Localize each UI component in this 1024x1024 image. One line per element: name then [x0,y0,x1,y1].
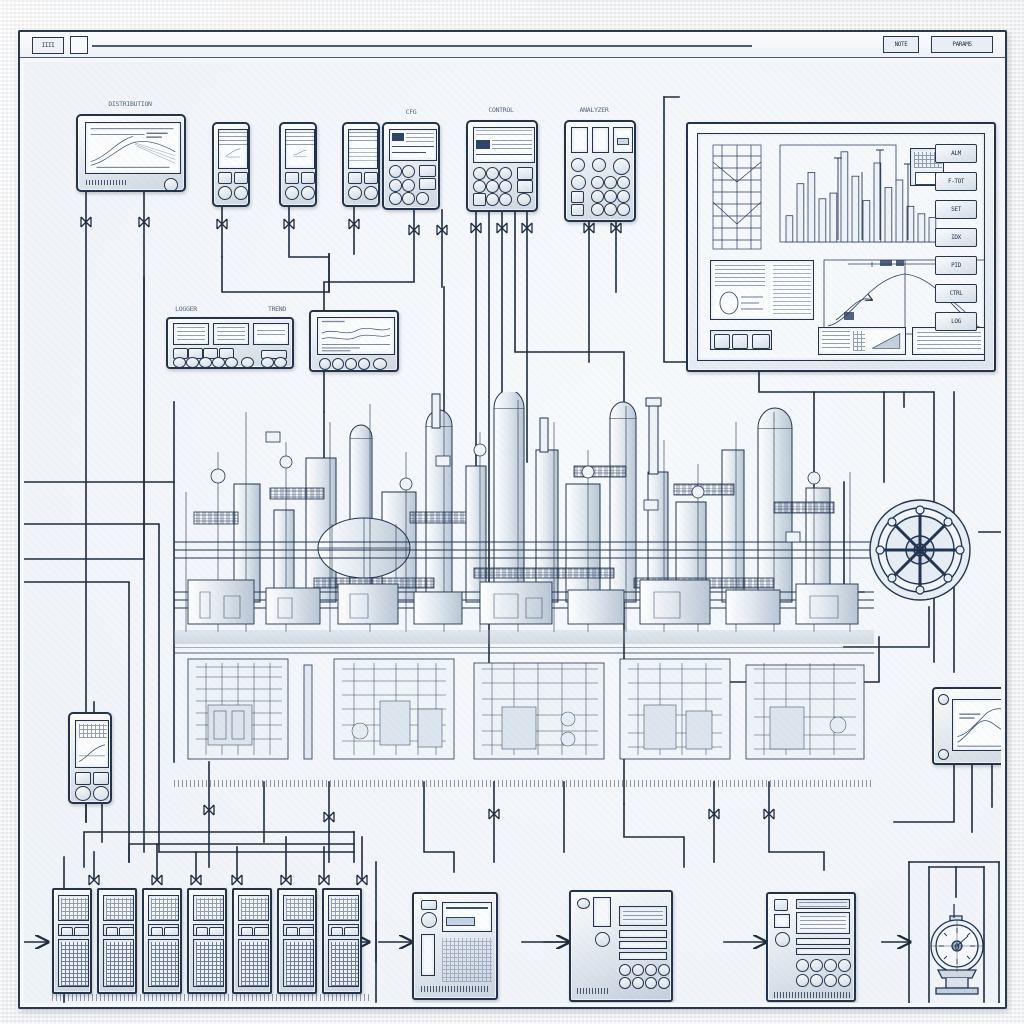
monitor-barcode [86,180,128,185]
field-transmitter-2[interactable] [279,122,317,207]
server-rack[interactable] [187,888,227,994]
server-rack[interactable] [232,888,272,994]
server-rack[interactable] [322,888,362,994]
diagram-canvas: DISTRIBUTION [24,62,1001,1003]
valve-handwheel[interactable] [862,492,978,608]
refinery-process-plant [174,392,874,642]
hmi-report-panel [710,260,814,320]
wall-mount-recorder[interactable] [932,687,1001,765]
data-logger-unit[interactable] [166,317,294,369]
hmi-bar [873,162,882,243]
plant-upper-schematic [174,392,874,632]
portable-analyzer[interactable] [68,712,112,804]
unit-right-caption: TREND [267,305,287,313]
hmi-sidebar: ALM F-TOT SET IDX PID CTRL LOG [935,144,979,340]
hmi-sidebar-button-alm[interactable]: ALM [935,144,977,163]
trend-recorder-unit[interactable] [309,310,399,372]
app-badge-icon: IIII [32,37,64,54]
control-cabinet-3[interactable] [766,892,856,1002]
titlebar-rule [92,45,752,47]
titlebar-checkbox[interactable] [70,36,88,54]
hmi-bar [906,205,915,243]
pressure-gauge[interactable]: 0 [914,902,1001,998]
server-rack-bank [52,888,372,998]
hmi-bar [796,183,805,243]
hmi-status-strip [710,330,772,350]
rack-ground-line [52,994,372,1001]
note-button[interactable]: NOTE [883,36,919,53]
process-trend-monitor[interactable] [76,114,186,192]
scada-hmi-screen[interactable]: ALM F-TOT SET IDX PID CTRL LOG [686,122,996,372]
plant-lower-skids [174,647,874,782]
trend-chart [90,128,176,168]
hmi-bar-chart [779,144,942,243]
hmi-sidebar-button-set[interactable]: SET [935,200,977,219]
hmi-sidebar-button-pid[interactable]: PID [935,256,977,275]
control-cabinet-1[interactable] [412,892,498,1000]
params-button[interactable]: PARAMS [931,36,993,53]
panel-a-caption: CFG [405,108,417,116]
hmi-bar [818,198,827,243]
hmi-bar [807,171,816,243]
control-cabinet-2[interactable] [569,890,673,1002]
panel-c-caption: ANALYZER [579,106,609,114]
window-titlebar: IIII NOTE PARAMS [20,32,1005,58]
server-rack[interactable] [52,888,92,994]
hmi-bar [862,200,871,243]
hmi-bar [851,175,860,243]
keypad-panel-1[interactable] [382,122,440,210]
gauge-icon: 0 [930,904,984,995]
svg-text:0: 0 [954,943,959,953]
handwheel-icon [869,499,971,601]
hmi-bar [884,187,893,243]
server-rack[interactable] [142,888,182,994]
panel-b-caption: CONTROL [488,106,514,114]
hmi-bar [829,192,838,243]
hmi-sidebar-button-log[interactable]: LOG [935,312,977,331]
hmi-bar [785,215,794,243]
hmi-tower-schematic [712,144,762,250]
recorder-chart [957,708,1001,747]
unit-left-caption: LOGGER [175,305,197,313]
field-transmitter-1[interactable] [212,122,250,207]
field-transmitter-3[interactable] [342,122,380,207]
keypad-panel-3[interactable] [564,120,636,222]
plant-ground-line [174,780,874,787]
keypad-panel-2[interactable] [466,120,538,212]
top-monitor-caption: DISTRIBUTION [108,100,152,108]
power-led-icon [164,178,178,190]
hmi-thumb-panel [818,327,906,355]
server-rack[interactable] [277,888,317,994]
hmi-sidebar-button-ctrl[interactable]: CTRL [935,284,977,303]
hmi-bar [895,179,904,243]
hmi-sidebar-button-f-tot[interactable]: F-TOT [935,172,977,191]
plant-deck [174,630,874,644]
hmi-bar [917,213,926,243]
hmi-sidebar-button-idx[interactable]: IDX [935,228,977,247]
diagram-window: IIII NOTE PARAMS [18,30,1007,1009]
hmi-bar [840,151,849,243]
server-rack[interactable] [97,888,137,994]
